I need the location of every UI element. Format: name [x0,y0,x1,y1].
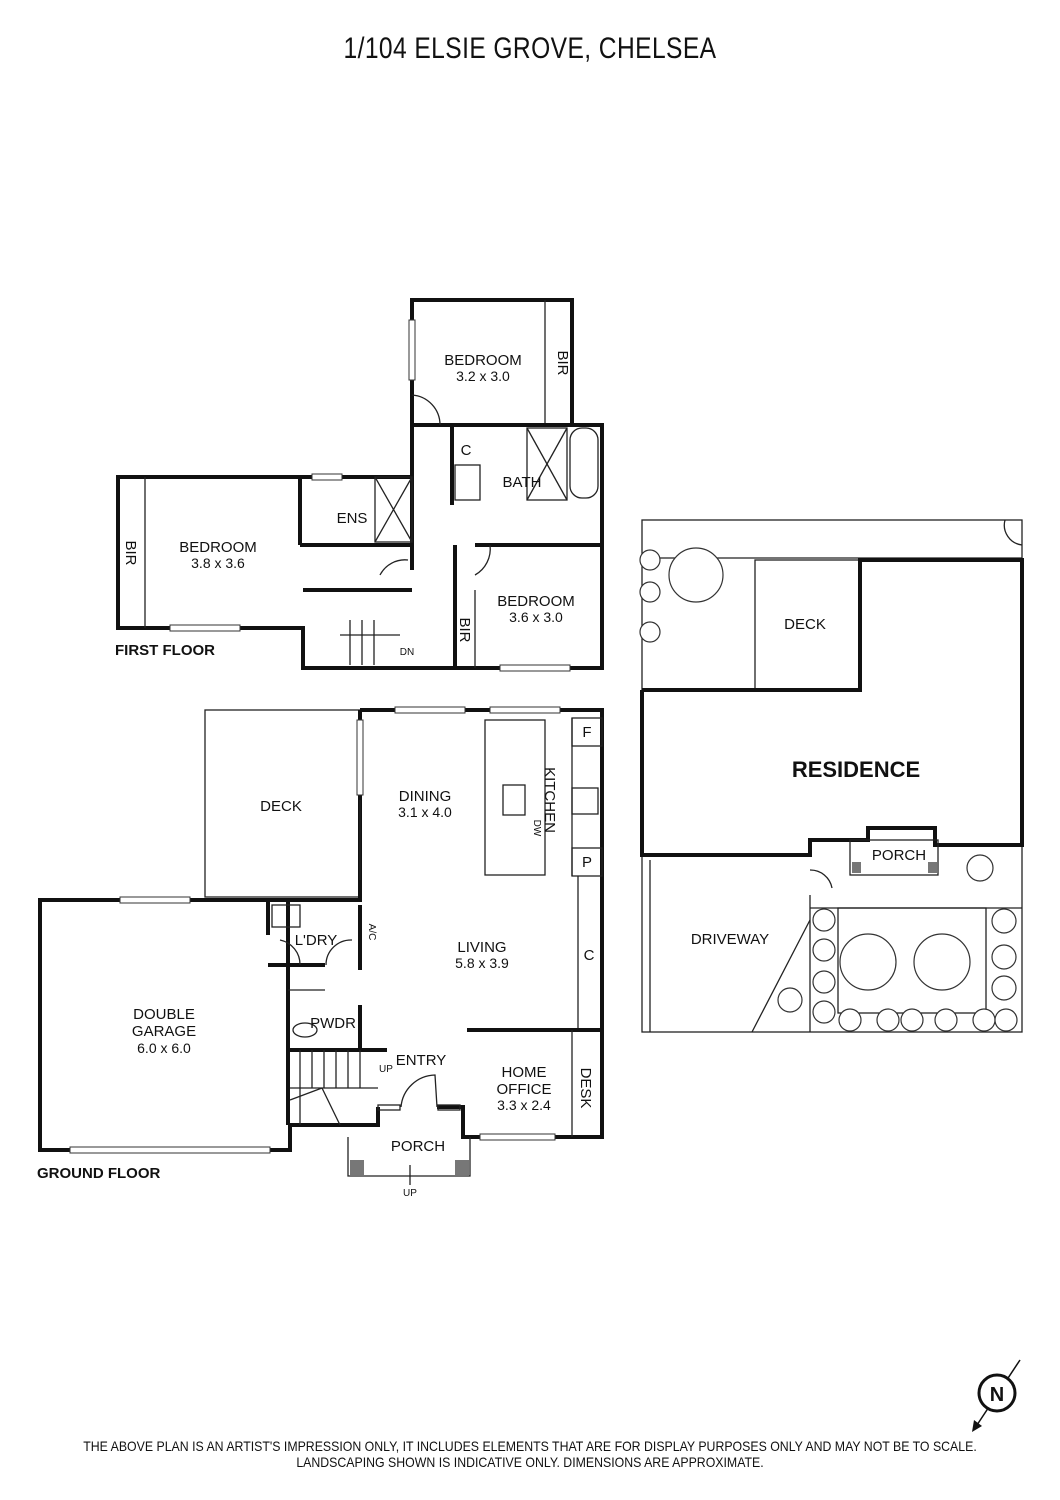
bedroom-right-dims: 3.6 x 3.0 [509,609,563,625]
living-dims: 5.8 x 3.9 [455,955,509,971]
ground-floor-label: GROUND FLOOR [37,1165,160,1182]
sink [502,784,526,816]
kitchen-island [484,719,546,876]
disclaimer-line-1: THE ABOVE PLAN IS AN ARTIST'S IMPRESSION… [83,1438,977,1454]
bedroom-left-label: BEDROOM [179,539,257,556]
ground-floor-outer-walls [360,708,604,1139]
dining-dims: 3.1 x 4.0 [398,804,452,820]
plan-title: 1/104 ELSIE GROVE, CHELSEA [343,32,717,65]
home-office-dims: 3.3 x 2.4 [497,1097,551,1113]
stairs-up-label: UP [379,1064,393,1075]
garage-label-1: DOUBLE [133,1006,195,1023]
home-office-label-1: HOME [502,1064,547,1081]
site-deck-label: DECK [784,616,826,633]
linen-shower [454,464,481,501]
site-porch [849,839,939,876]
stairs-dn-label: DN [400,647,414,658]
ens-label: ENS [337,510,368,527]
dining-label: DINING [399,788,452,805]
garage-label-2: GARAGE [132,1023,196,1040]
residence-label: RESIDENCE [792,757,920,782]
compass-letter: N [990,1384,1004,1406]
toilet [292,1022,318,1038]
laundry-tub [271,904,301,928]
shower-bath [526,427,568,501]
desk-label: DESK [577,1068,594,1109]
bath-label: BATH [503,474,542,491]
driveway-label: DRIVEWAY [691,931,769,948]
kitchen-label: KITCHEN [541,767,558,833]
garage-dims: 6.0 x 6.0 [137,1040,191,1056]
bathtub [569,427,599,499]
porch-label: PORCH [391,1138,445,1155]
first-floor-plan: BEDROOM 3.2 x 3.0 BIR C BATH ENS BEDROOM… [115,298,604,672]
powder-label: PWDR [310,1015,356,1032]
disclaimer-line-2: LANDSCAPING SHOWN IS INDICATIVE ONLY. DI… [296,1454,764,1470]
ac-label: A/C [366,924,377,941]
bedroom-top-dims: 3.2 x 3.0 [456,368,510,384]
stairs-first [340,620,400,665]
trees [639,547,1018,1032]
fridge-label: F [582,724,591,741]
north-compass-icon: N [972,1359,1021,1432]
dishwasher-label: DW [531,820,542,837]
living-label: LIVING [457,939,506,956]
shower [374,476,413,543]
pantry-label: P [582,854,592,871]
residence-walls [640,558,1024,857]
site-porch-label: PORCH [872,847,926,864]
bedroom-top-label: BEDROOM [444,352,522,369]
first-floor-label: FIRST FLOOR [115,642,215,659]
first-floor-outer-walls [116,298,604,670]
cupboard-label-ground: C [584,947,595,964]
bedroom-right-label: BEDROOM [497,593,575,610]
cupboard-label: C [461,442,472,459]
disclaimer: THE ABOVE PLAN IS AN ARTIST'S IMPRESSION… [0,1438,1060,1470]
home-office-label-2: OFFICE [497,1081,552,1098]
ground-floor-plan: DECK DINING 3.1 x 4.0 KITCHEN DW F P C L… [37,706,604,1199]
cooktop [571,787,599,815]
laundry-label: L'DRY [295,932,338,949]
bedroom-left-dims: 3.8 x 3.6 [191,555,245,571]
porch-up-label: UP [403,1188,417,1199]
bir-left-label: BIR [122,540,139,565]
entry-label: ENTRY [396,1052,447,1069]
porch-area [347,1137,471,1177]
bir-right-label: BIR [456,617,473,642]
stairs-ground [289,1050,378,1126]
deck-label: DECK [260,798,302,815]
bir-label: BIR [554,350,571,375]
site-plan: DECK RESIDENCE PORCH DRIVEWAY [639,519,1024,1033]
